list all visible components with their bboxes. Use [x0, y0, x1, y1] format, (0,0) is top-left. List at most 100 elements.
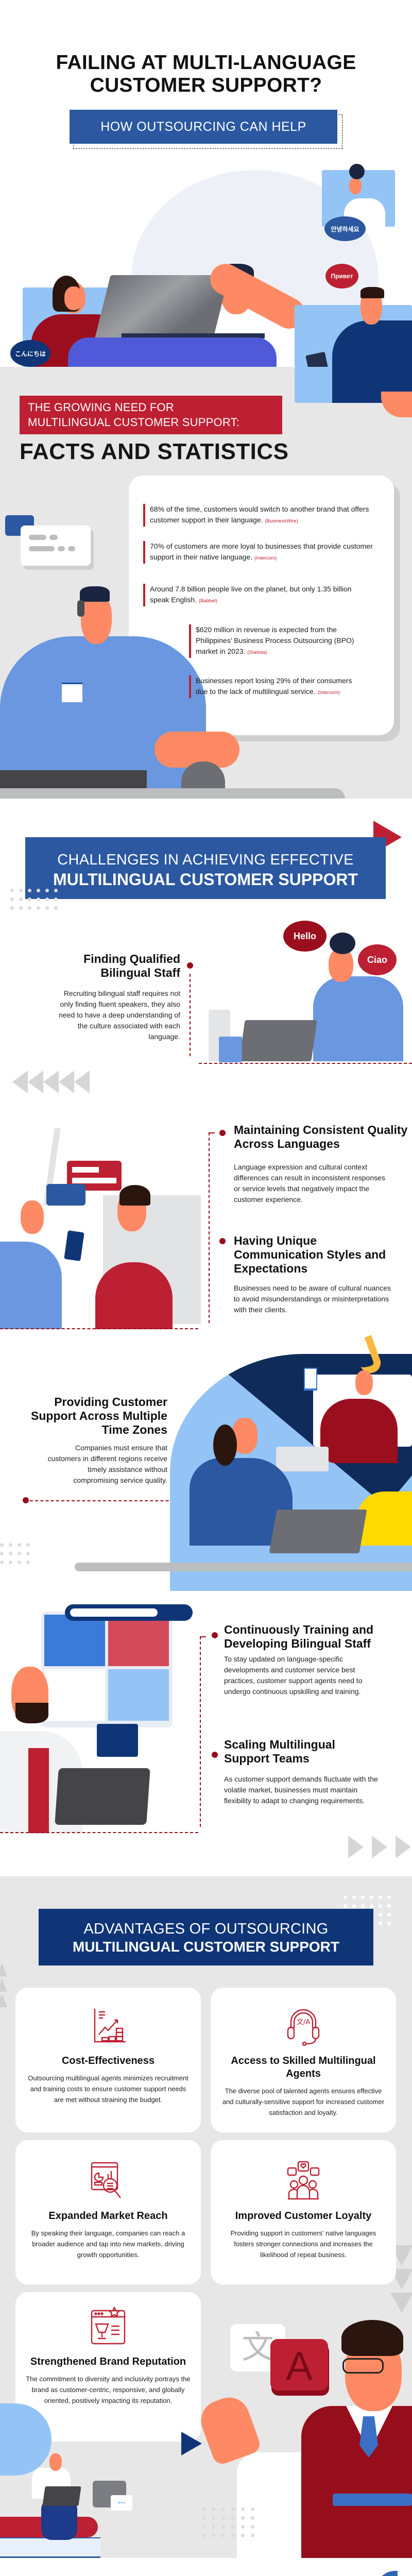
greeting-ciao: Ciao — [367, 954, 387, 965]
man-hair — [119, 1185, 150, 1206]
decorative-dots — [202, 2507, 254, 2537]
laptop-illustration — [239, 1020, 317, 1061]
challenge-title: Having Unique Communication Styles and E… — [234, 1234, 386, 1275]
desk-surface — [75, 1563, 412, 1571]
red-tie-illustration — [28, 1748, 49, 1833]
sun-icon — [357, 1492, 412, 1546]
woman-face — [21, 1200, 44, 1234]
advantage-title: Access to Skilled Multilingual Agents — [231, 2055, 376, 2079]
man-beard — [15, 1703, 48, 1723]
glasses-icon — [342, 2358, 384, 2374]
stat-source: (Intercom) — [317, 690, 340, 696]
agent-arm-blue-desk — [68, 337, 277, 367]
advantage-title: Improved Customer Loyalty — [235, 2210, 372, 2222]
stat-item: $620 million in revenue is expected from… — [189, 624, 374, 658]
stat-text: Around 7.8 billion people live on the pl… — [150, 585, 352, 604]
timeline-dash — [200, 1636, 206, 1637]
advantage-text: The diverse pool of talented agents ensu… — [222, 2087, 385, 2116]
market-analysis-icon — [91, 2162, 121, 2198]
speech-bubble-russian: Привет — [325, 264, 358, 289]
facts-agent-hair — [80, 586, 110, 602]
timeline-dash — [190, 974, 191, 1056]
greeting-russian: Привет — [331, 273, 353, 280]
calendar-icon — [219, 1037, 242, 1062]
timeline-dash — [30, 1500, 184, 1501]
timeline-pin-icon — [219, 1238, 226, 1244]
chat-bubble-gray-icon — [276, 1447, 329, 1471]
stat-item: Around 7.8 billion people live on the pl… — [143, 584, 359, 606]
advantage-card: Strengthened Brand Reputation The commit… — [15, 2292, 201, 2442]
small-man-face — [49, 2453, 62, 2471]
subtitle: HOW OUTSOURCING CAN HELP — [70, 110, 337, 144]
decorative-half-circle — [376, 2571, 398, 2576]
open-book-illustration — [333, 2494, 412, 2506]
teacher-hair — [341, 2320, 403, 2356]
challenges-banner-line1: CHALLENGES IN ACHIEVING EFFECTIVE — [57, 852, 354, 868]
chat-bubble-white-icon — [21, 526, 91, 566]
woman-face-front — [64, 286, 83, 310]
advantages-banner: ADVANTAGES OF OUTSOURCING MULTILINGUAL C… — [39, 1909, 373, 1965]
stat-item: Businesses report losing 29% of their co… — [189, 675, 359, 698]
main-title-line1: FAILING AT MULTI-LANGUAGE — [56, 52, 356, 74]
decorative-chevrons-left — [12, 1071, 90, 1093]
chat-bubble-navy-icon — [97, 1724, 138, 1757]
greeting-hello: Hello — [293, 930, 316, 941]
stat-text: Businesses report losing 29% of their co… — [196, 676, 352, 696]
timeline-dash — [209, 1132, 210, 1323]
translate-a-icon: A — [270, 2339, 328, 2391]
advantages-banner-line1: ADVANTAGES OF OUTSOURCING — [83, 1921, 329, 1937]
man-red-sweater-illustration — [95, 1262, 173, 1329]
typing-indicator-icon: ••• — [111, 2495, 132, 2511]
agent-hair — [213, 1425, 237, 1466]
laptop-illustration — [55, 1768, 150, 1825]
facts-heading: FACTS AND STATISTICS — [20, 439, 289, 464]
stat-source: (Intercom) — [254, 555, 277, 561]
advantages-banner-line2: MULTILINGUAL CUSTOMER SUPPORT — [73, 1939, 339, 1955]
laptop-base — [122, 333, 265, 338]
challenge-text: Companies must ensure that customers in … — [47, 1444, 167, 1484]
teacher-red-vest-illustration — [301, 2406, 412, 2558]
decorative-dots — [0, 1543, 30, 1564]
timeline-pin-icon — [23, 1497, 29, 1503]
translate-glyph-latin: A — [285, 2343, 313, 2388]
greeting-japanese: こんにちは — [14, 350, 46, 358]
challenge-title: Maintaining Consistent Quality Across La… — [234, 1123, 408, 1150]
man-hair — [360, 287, 384, 298]
stat-text: 70% of customers are more loyal to busin… — [150, 542, 373, 561]
challenge-text: To stay updated on language-specific dev… — [224, 1655, 363, 1696]
navy-arrow-icon — [181, 2432, 202, 2455]
challenge-text: As customer support demands fluctuate wi… — [224, 1775, 378, 1805]
timeline-pin-icon — [187, 962, 193, 969]
id-badge-icon — [62, 683, 82, 702]
speech-bubble-japanese: こんにちは — [10, 340, 50, 367]
challenge-title: Scaling Multilingual Support Teams — [224, 1738, 335, 1765]
advantage-title: Strengthened Brand Reputation — [30, 2356, 186, 2367]
main-title: FAILING AT MULTI-LANGUAGE CUSTOMER SUPPO… — [0, 52, 412, 97]
speech-bubble-ciao: Ciao — [358, 944, 397, 975]
facts-agent-headset-icon — [77, 600, 84, 617]
advantage-card: 文/A Access to Skilled Multilingual Agent… — [211, 1988, 396, 2132]
stat-source: (BusinessWire) — [265, 518, 298, 524]
decorative-triangles-left — [0, 1963, 7, 2007]
greeting-korean: 안녕하세요 — [331, 225, 359, 233]
advantage-title: Expanded Market Reach — [48, 2210, 168, 2222]
timeline-pin-icon — [212, 1632, 218, 1638]
video-call-window-illustration — [41, 1612, 173, 1727]
timeline-dash — [0, 1832, 198, 1833]
decorative-dots — [10, 889, 58, 910]
advantage-title: Cost-Effectiveness — [61, 2055, 155, 2066]
svg-text:文/A: 文/A — [297, 2019, 310, 2026]
challenge-text: Language expression and cultural context… — [234, 1163, 385, 1204]
challenge-title: Providing Customer Support Across Multip… — [31, 1395, 167, 1436]
challenges-banner-line2: MULTILINGUAL CUSTOMER SUPPORT — [53, 870, 358, 889]
chat-bubble-blue-icon — [46, 1184, 85, 1206]
keyboard-illustration — [0, 770, 147, 788]
challenges-banner: CHALLENGES IN ACHIEVING EFFECTIVE MULTIL… — [25, 837, 386, 899]
challenge-title: Continuously Training and Developing Bil… — [224, 1623, 374, 1650]
stat-source: (Statista) — [247, 650, 267, 655]
laptop-illustration — [42, 2486, 81, 2506]
browser-bar-icon — [65, 1604, 193, 1621]
timeline-dash — [200, 1636, 201, 1827]
speech-bubble-korean: 안녕하세요 — [324, 216, 366, 241]
